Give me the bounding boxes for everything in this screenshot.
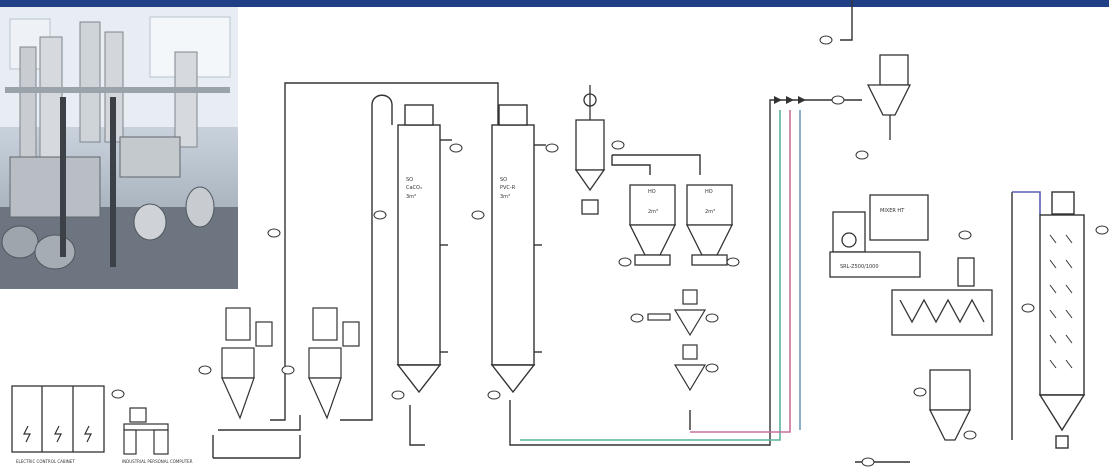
silo1-discharge-pipe (409, 405, 425, 446)
silo1-label-2: CaCO₃ (406, 185, 422, 191)
header-bar (0, 0, 1109, 7)
screw-cooler (891, 257, 993, 441)
top-feed-line (840, 0, 853, 41)
hot-mixer-top (866, 54, 912, 140)
silo1-label-3: 3m³ (406, 194, 416, 200)
silo2-label-2: PVC-R (500, 185, 516, 191)
weigh-hopper-2 (685, 184, 734, 266)
vacuum-loop-silo1 (371, 94, 393, 125)
hopper1-label-2: 2m³ (648, 209, 658, 215)
silo-caco3 (396, 104, 452, 394)
flow-arrows (774, 96, 806, 104)
filter-to-hopper2 (612, 154, 701, 175)
hopper2-label-2: 2m³ (705, 209, 715, 215)
blue-process-line (1012, 191, 1041, 215)
bottom-line-a (218, 415, 301, 431)
factory-photo (0, 7, 238, 289)
screen-feeders (647, 289, 707, 392)
hot-mixer-body (829, 194, 929, 278)
factory-photo-illustration (0, 7, 238, 289)
electric-control-cabinet (11, 385, 105, 453)
silo2-label-3: 3m³ (500, 194, 510, 200)
silo1-label-1: SO (406, 177, 413, 183)
cold-mixer-label: SRL-Z500/1000 (840, 264, 879, 270)
silo2-label-1: SO (500, 177, 507, 183)
silo-baffles (1049, 234, 1073, 369)
weigh-hopper-1 (628, 184, 677, 266)
instrument-tags (111, 35, 1109, 467)
storage-silo-right (1038, 191, 1086, 449)
hopper2-label-1: HO (705, 189, 713, 195)
pink-process-line (690, 110, 791, 433)
bottom-manifold (212, 435, 301, 459)
control-cabinet-caption: ELECTRIC CONTROL CABINET (16, 459, 75, 464)
filter-to-hopper1 (611, 155, 651, 175)
hopper1-label-1: HO (648, 189, 656, 195)
green-process-line (520, 110, 781, 441)
return-line-left (270, 220, 286, 421)
silo-pvc (490, 104, 546, 394)
lightning-icons (23, 425, 92, 443)
vacuum-loader-2 (308, 307, 360, 420)
industrial-pc-caption: INDUSTRIAL PERSONAL COMPUTER (122, 459, 193, 464)
dust-filter (574, 85, 606, 215)
vacuum-loader-1 (221, 307, 273, 420)
return-line-silo1 (340, 105, 373, 421)
vacuum-line-silo2 (284, 82, 499, 220)
hot-mixer-label: MIXER HT (880, 208, 905, 214)
industrial-pc (123, 407, 169, 455)
